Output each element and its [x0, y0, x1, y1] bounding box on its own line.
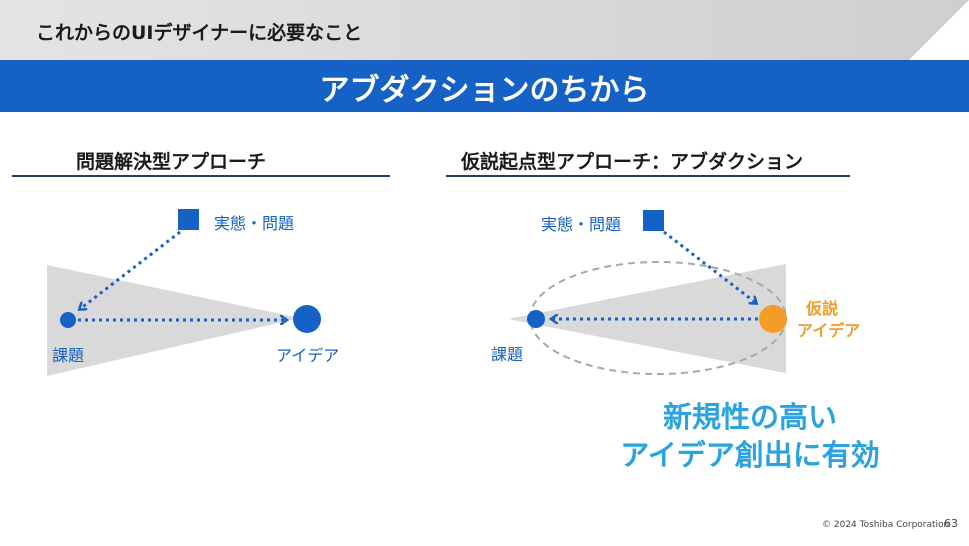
right-section-underline [446, 175, 850, 177]
right-issue-dot [527, 310, 545, 328]
header-bar [0, 0, 969, 60]
left-section-title: 問題解決型アプローチ [76, 151, 267, 173]
effect-statement: 新規性の高い アイデア創出に有効 [600, 398, 900, 474]
left-label-actual-problem: 実態・問題 [214, 214, 295, 233]
slide-title: アブダクションのちから [319, 73, 650, 108]
right-label-actual-problem: 実態・問題 [541, 215, 622, 234]
right-label-hypothesis-idea: アイデア [797, 321, 861, 340]
left-issue-dot [60, 312, 76, 328]
left-idea-circle [293, 305, 321, 333]
right-label-issue: 課題 [491, 345, 524, 364]
left-arrow-to-issue [80, 230, 181, 309]
left-actual-problem-square [178, 209, 199, 230]
right-label-hypothesis: 仮説 [806, 299, 839, 318]
right-hypothesis-circle [759, 305, 787, 333]
right-actual-problem-square [643, 210, 664, 231]
right-arrow-to-hypothesis [663, 230, 756, 303]
left-label-issue: 課題 [52, 346, 85, 365]
page-number: 63 [944, 517, 958, 530]
effect-line-1: 新規性の高い [662, 400, 837, 434]
slide-subtitle: これからのUIデザイナーに必要なこと [36, 22, 363, 44]
copyright: © 2024 Toshiba Corporation [822, 520, 950, 530]
left-section-underline [12, 175, 390, 177]
right-section-title: 仮説起点型アプローチ：アブダクション [461, 151, 804, 173]
left-label-idea: アイデア [276, 346, 340, 365]
right-funnel-cone [508, 264, 786, 373]
title-banner: アブダクションのちから [0, 60, 969, 112]
effect-line-2: アイデア創出に有効 [620, 438, 880, 472]
left-funnel-cone [47, 265, 300, 376]
